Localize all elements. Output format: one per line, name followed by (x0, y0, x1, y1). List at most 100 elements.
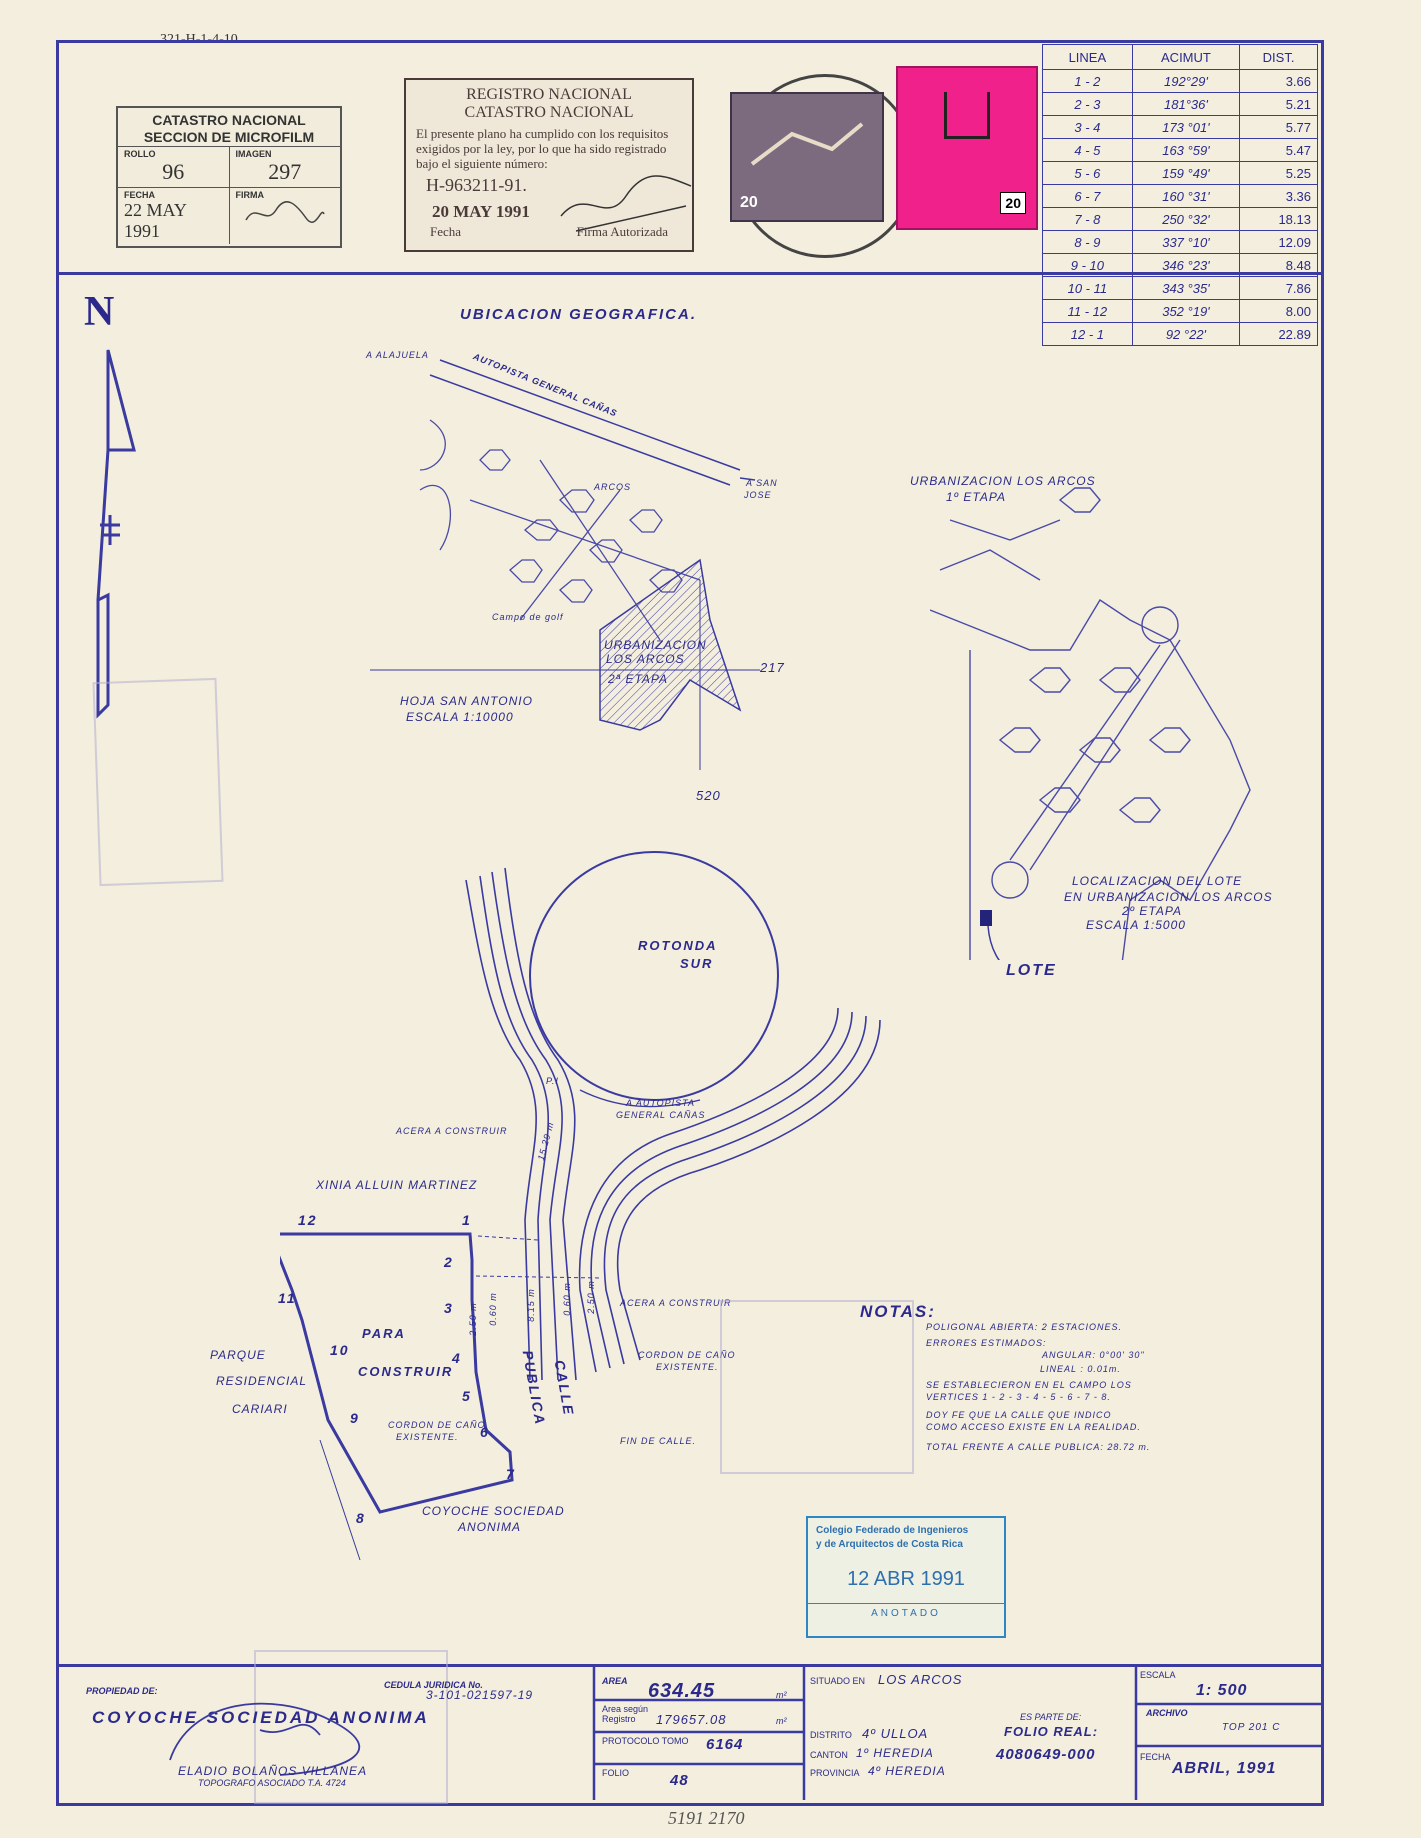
area-label: AREA (602, 1676, 628, 1686)
registro-title-2: CATASTRO NACIONAL (464, 104, 634, 121)
fecha-footer-label: FECHA (1140, 1752, 1171, 1762)
autopista-gc-label-1: A AUTOPISTA (626, 1098, 696, 1108)
urb-arcos-label-1: URBANIZACION LOS ARCOS (910, 474, 1096, 488)
localizacion-label-1: LOCALIZACION DEL LOTE (1072, 874, 1243, 888)
dist-cell: 5.47 (1239, 138, 1318, 162)
faint-office-stamp (720, 1300, 914, 1474)
dim-060-a: 0.60 m (487, 1292, 498, 1326)
acera-label-2: ACERA A CONSTRUIR (620, 1298, 732, 1308)
firma-label: FIRMA (235, 190, 265, 200)
folio-real-label: FOLIO REAL: (1004, 1724, 1099, 1739)
vertex-12: 12 (298, 1212, 318, 1228)
fecha-footer-value: ABRIL, 1991 (1172, 1760, 1277, 1777)
topografo-signature (169, 1702, 361, 1776)
imagen-value: 297 (268, 159, 302, 184)
colegio-line-1: Colegio Federado de Ingenieros (816, 1525, 969, 1536)
para-label: PARA (362, 1326, 406, 1341)
rotonda-label-1: ROTONDA (638, 938, 718, 953)
area-unit: m² (776, 1690, 787, 1700)
area-reg-unit: m² (776, 1716, 787, 1726)
notas-line-8: COMO ACCESO EXISTE EN LA REALIDAD. (926, 1422, 1141, 1432)
notas-line-1: POLIGONAL ABIERTA: 2 ESTACIONES. (926, 1322, 1123, 1332)
registro-firma-label: Firma Autorizada (576, 224, 668, 239)
topografo-title: TOPOGRAFO ASOCIADO T.A. 4724 (198, 1778, 346, 1788)
vertex-1: 1 (462, 1212, 472, 1228)
dim-060-b: 0.60 m (561, 1282, 572, 1316)
provincia-value: 4º HEREDIA (868, 1764, 946, 1778)
folio-real-value: 4080649-000 (996, 1746, 1096, 1763)
urb-arcos-label-2: 1º ETAPA (946, 490, 1006, 504)
acimut-cell: 92 °22' (1131, 322, 1241, 346)
acimut-cell: 250 °32' (1131, 207, 1241, 231)
colegio-line-2: y de Arquitectos de Costa Rica (816, 1539, 963, 1550)
cedula-value: 3-101-021597-19 (426, 1688, 534, 1702)
vertex-11: 11 (278, 1290, 297, 1306)
acimut-cell: 181°36' (1131, 92, 1241, 116)
registro-signature (560, 175, 692, 232)
vertex-2: 2 (444, 1254, 454, 1270)
notas-line-2: ERRORES ESTIMADOS: (926, 1338, 1047, 1348)
dist-cell: 5.25 (1239, 161, 1318, 185)
dist-cell: 5.77 (1239, 115, 1318, 139)
north-label: N (84, 289, 117, 335)
faint-received-stamp (92, 677, 224, 887)
dim-815: 8.15 m (525, 1288, 536, 1322)
registro-date: 20 MAY 1991 (432, 202, 530, 221)
linea-cell: 5 - 6 (1042, 161, 1133, 185)
footer-divider (56, 1664, 1321, 1667)
distrito-label: DISTRITO (810, 1730, 852, 1740)
colegio-federado-stamp: Colegio Federado de Ingenieros y de Arqui… (806, 1516, 1006, 1638)
linea-cell: 1 - 2 (1042, 69, 1133, 93)
distrito-value: 4º ULLOA (862, 1726, 929, 1741)
campo-golf-label: Campo de golf (492, 612, 564, 622)
escala-label: ESCALA (1140, 1670, 1176, 1680)
notas-line-7: DOY FE QUE LA CALLE QUE INDICO (926, 1410, 1112, 1420)
notas-line-9: TOTAL FRENTE A CALLE PUBLICA: 28.72 m. (926, 1442, 1151, 1452)
linea-cell: 11 - 12 (1042, 299, 1133, 323)
area-reg-value: 179657.08 (656, 1712, 727, 1727)
faint-footer-stamp (254, 1650, 448, 1804)
construir-label: CONSTRUIR (358, 1364, 454, 1379)
catastro-title-1: CATASTRO NACIONAL (152, 112, 306, 128)
lote-label: LOTE (1006, 962, 1057, 979)
area-reg-label-1: Area según (602, 1704, 649, 1714)
notas-title: NOTAS: (860, 1302, 936, 1321)
escala-value: 1: 500 (1196, 1682, 1248, 1699)
archivo-label: ARCHIVO (1146, 1708, 1188, 1718)
anotado-label: ANOTADO (808, 1603, 1004, 1619)
arcos-label: ARCOS (594, 482, 632, 492)
catastro-signature (244, 201, 325, 223)
localizacion-label-2: EN URBANIZACION LOS ARCOS (1064, 890, 1273, 904)
linea-cell: 6 - 7 (1042, 184, 1133, 208)
vertex-6: 6 (480, 1424, 490, 1440)
vertex-9: 9 (350, 1410, 360, 1426)
parque-label-2: RESIDENCIAL (216, 1374, 308, 1388)
rotonda-label-2: SUR (680, 956, 714, 971)
dist-cell: 12.09 (1239, 230, 1318, 254)
linea-cell: 9 - 10 (1042, 253, 1133, 277)
xinia-label: XINIA ALLUIN MARTINEZ (316, 1178, 478, 1192)
logo-icon (944, 92, 990, 139)
protocolo-value: 6164 (706, 1736, 744, 1753)
hoja-label-2: ESCALA 1:10000 (406, 710, 514, 724)
situado-value: LOS ARCOS (878, 1672, 963, 1687)
location-sketch (370, 359, 760, 770)
cordon-label-1a: CORDON DE CAÑO (388, 1420, 486, 1430)
notas-line-3: ANGULAR: 0°00' 30" (1042, 1350, 1145, 1360)
acimut-cell: 159 °49' (1131, 161, 1241, 185)
area-reg-label-2: Registro (602, 1714, 636, 1724)
protocolo-label: PROTOCOLO TOMO (602, 1736, 689, 1746)
cordon-label-2a: CORDON DE CAÑO (638, 1350, 736, 1360)
a-san-label: A SAN (746, 478, 778, 488)
drawing-frame (56, 40, 1324, 1806)
stamp-value-2: 20 (1000, 192, 1026, 214)
header-divider (56, 272, 1321, 275)
vertex-10: 10 (330, 1342, 350, 1358)
